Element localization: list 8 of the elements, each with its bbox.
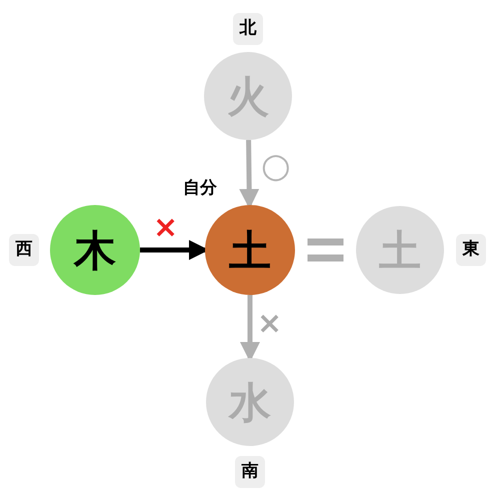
edge-label: ○ xyxy=(261,149,291,183)
edge-label: × xyxy=(257,309,282,339)
edge-label: × xyxy=(153,213,178,243)
direction-tag: 西 xyxy=(9,234,39,266)
direction-tag: 北 xyxy=(233,13,263,45)
direction-tag: 南 xyxy=(235,456,265,488)
direction-tag: 東 xyxy=(456,234,486,266)
node-caption: 自分 xyxy=(183,177,217,200)
